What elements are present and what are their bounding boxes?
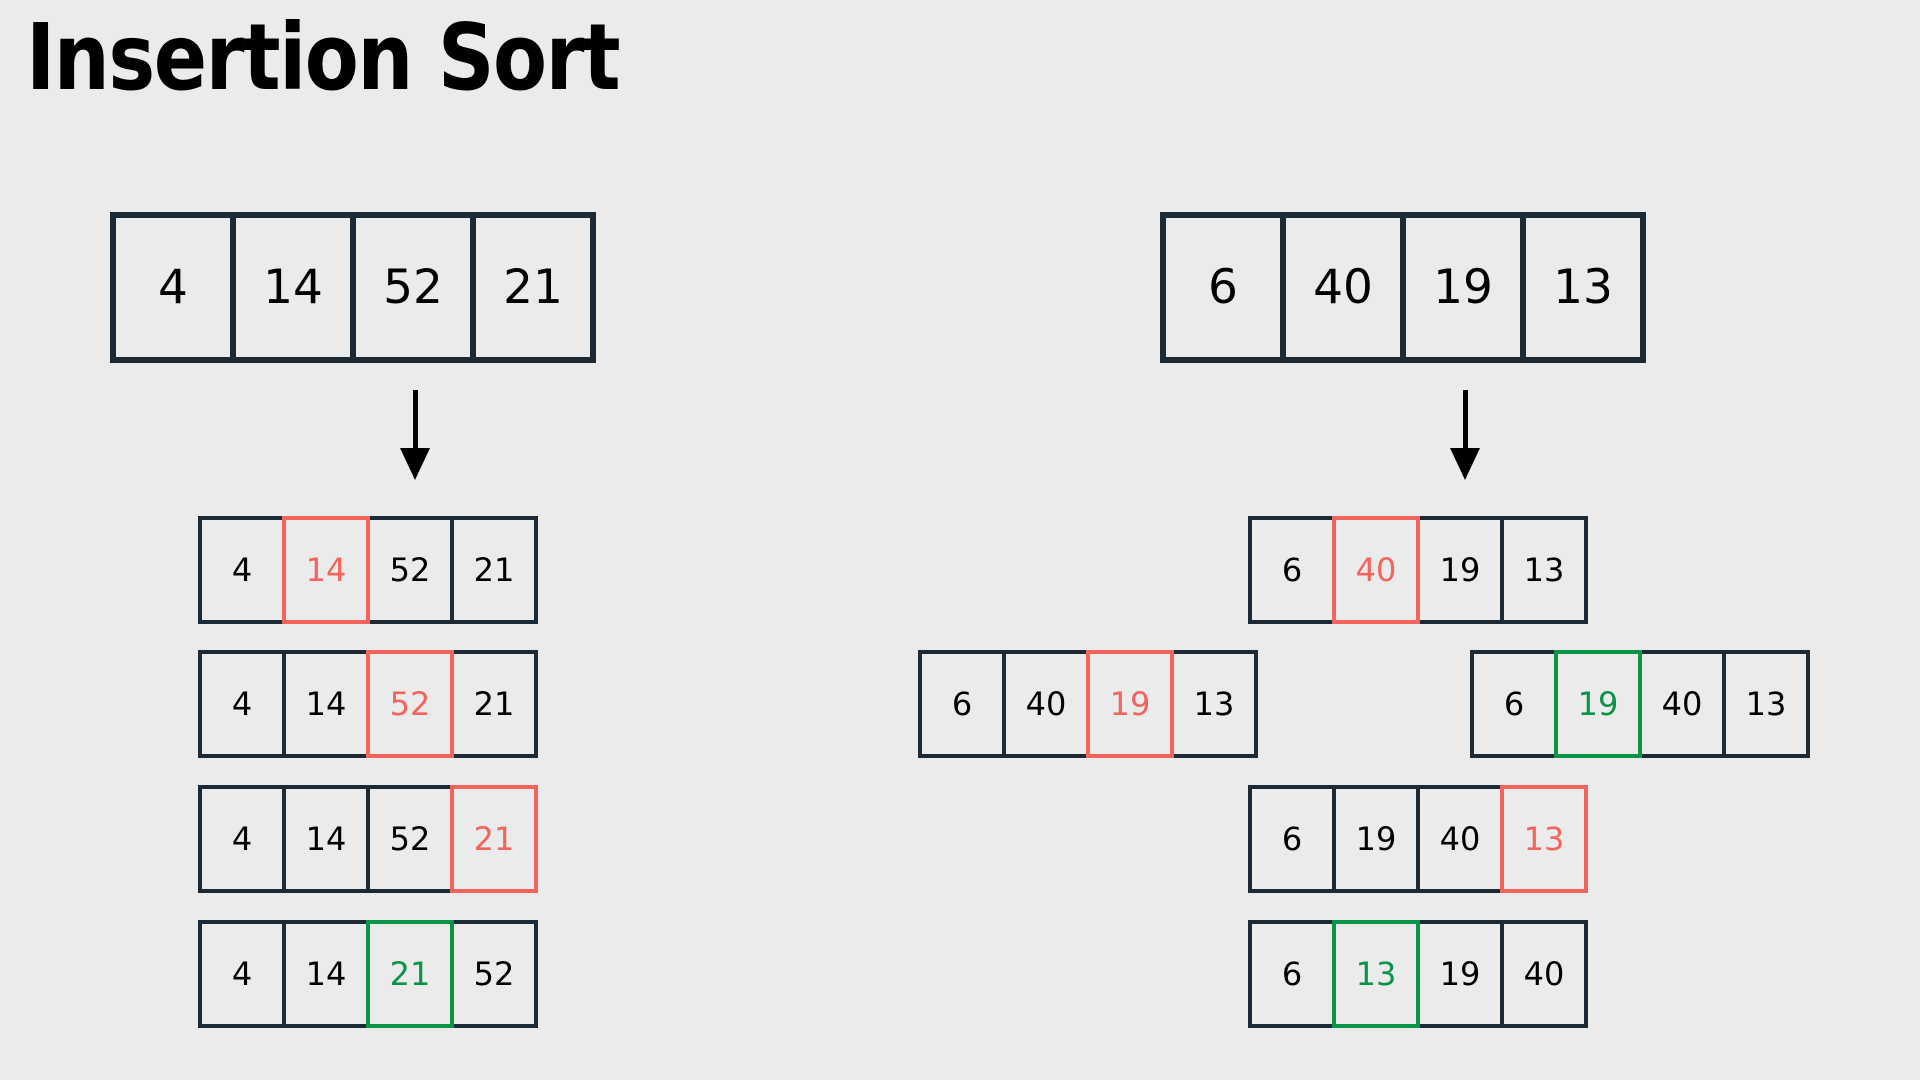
left-initial-array-cell-2: 52 xyxy=(350,212,476,363)
left-step-2-array-cell-1: 14 xyxy=(282,650,370,758)
left-step-2-array-cell-2: 52 xyxy=(366,650,454,758)
right-step-1-array-cell-1: 40 xyxy=(1332,516,1420,624)
right-flow-arrow-icon-shaft xyxy=(1462,390,1468,452)
right-step-3-array-cell-3: 13 xyxy=(1500,785,1588,893)
left-step-2-array-cell-3: 21 xyxy=(450,650,538,758)
right-step-2a-array-cell-2: 19 xyxy=(1086,650,1174,758)
right-step-4-array-cell-3: 40 xyxy=(1500,920,1588,1028)
right-step-2a-array-cell-3: 13 xyxy=(1170,650,1258,758)
left-flow-arrow-icon xyxy=(400,390,430,482)
right-initial-array-cell-0: 6 xyxy=(1160,212,1286,363)
right-initial-array-cell-2: 19 xyxy=(1400,212,1526,363)
right-step-3-array-cell-2: 40 xyxy=(1416,785,1504,893)
left-step-4-array-cell-0: 4 xyxy=(198,920,286,1028)
right-initial-array-cell-1: 40 xyxy=(1280,212,1406,363)
left-step-1-array-cell-1: 14 xyxy=(282,516,370,624)
right-step-2a-array-cell-0: 6 xyxy=(918,650,1006,758)
right-step-3-array-cell-1: 19 xyxy=(1332,785,1420,893)
right-step-1-array-cell-3: 13 xyxy=(1500,516,1588,624)
right-step-4-array-cell-2: 19 xyxy=(1416,920,1504,1028)
left-step-1-array-cell-0: 4 xyxy=(198,516,286,624)
right-step-3-array-cell-0: 6 xyxy=(1248,785,1336,893)
right-flow-arrow-icon-head xyxy=(1450,448,1480,480)
right-step-2b-array-cell-2: 40 xyxy=(1638,650,1726,758)
left-initial-array-cell-0: 4 xyxy=(110,212,236,363)
right-step-4-array-cell-0: 6 xyxy=(1248,920,1336,1028)
page-title: Insertion Sort xyxy=(26,4,621,111)
right-step-2a-array-cell-1: 40 xyxy=(1002,650,1090,758)
right-step-2b-array-cell-3: 13 xyxy=(1722,650,1810,758)
right-step-2b-array-cell-1: 19 xyxy=(1554,650,1642,758)
left-flow-arrow-icon-head xyxy=(400,448,430,480)
left-step-3-array-cell-2: 52 xyxy=(366,785,454,893)
left-step-3-array-cell-0: 4 xyxy=(198,785,286,893)
left-step-4-array-cell-2: 21 xyxy=(366,920,454,1028)
left-step-3-array-cell-3: 21 xyxy=(450,785,538,893)
left-initial-array-cell-1: 14 xyxy=(230,212,356,363)
right-flow-arrow-icon xyxy=(1450,390,1480,482)
left-initial-array-cell-3: 21 xyxy=(470,212,596,363)
right-step-2b-array-cell-0: 6 xyxy=(1470,650,1558,758)
left-step-2-array-cell-0: 4 xyxy=(198,650,286,758)
left-step-1-array-cell-2: 52 xyxy=(366,516,454,624)
right-step-1-array-cell-2: 19 xyxy=(1416,516,1504,624)
left-flow-arrow-icon-shaft xyxy=(412,390,418,452)
right-step-4-array-cell-1: 13 xyxy=(1332,920,1420,1028)
left-step-1-array-cell-3: 21 xyxy=(450,516,538,624)
right-step-1-array-cell-0: 6 xyxy=(1248,516,1336,624)
left-step-4-array-cell-1: 14 xyxy=(282,920,370,1028)
left-step-3-array-cell-1: 14 xyxy=(282,785,370,893)
right-initial-array-cell-3: 13 xyxy=(1520,212,1646,363)
left-step-4-array-cell-3: 52 xyxy=(450,920,538,1028)
